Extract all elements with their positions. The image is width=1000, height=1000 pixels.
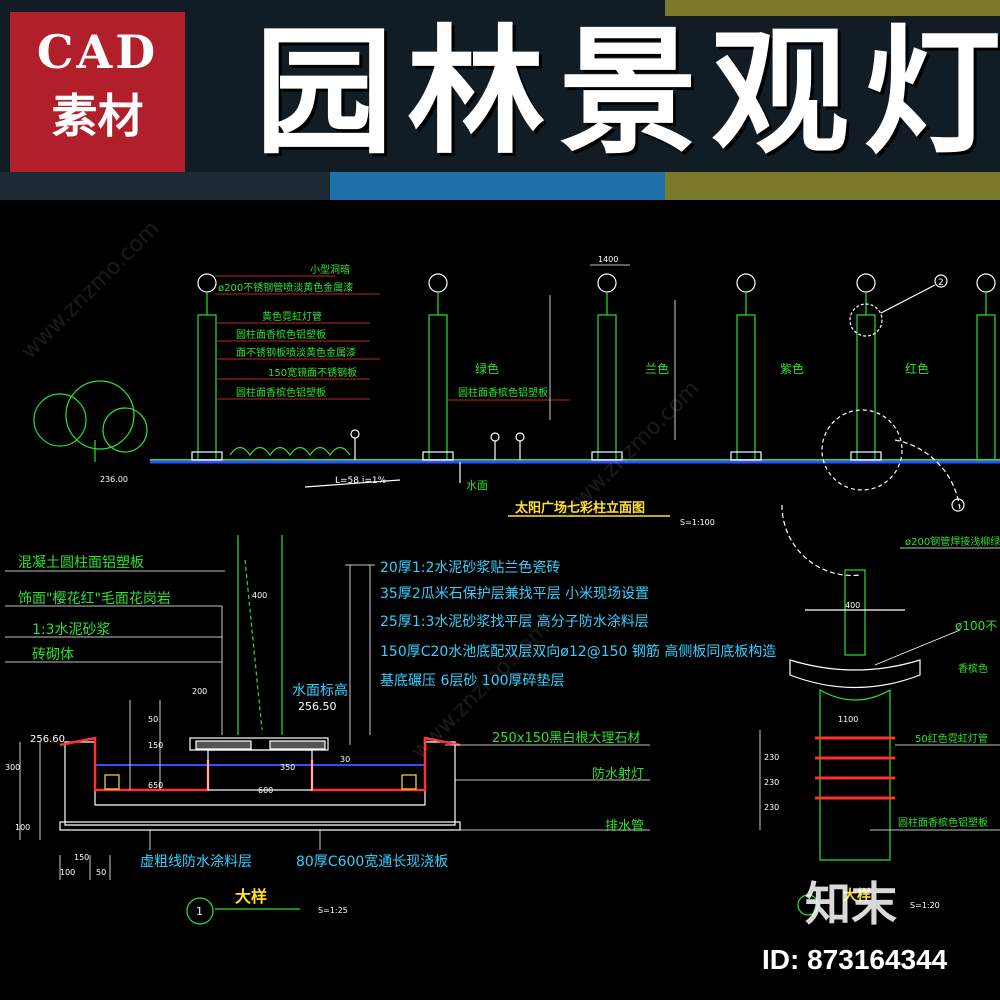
col-detail-title: 大样 xyxy=(843,887,871,904)
elevation-drawing xyxy=(33,264,1000,517)
dim-1400: 1400 xyxy=(598,255,618,264)
note-marble: 250x150黑白根大理石材 xyxy=(492,730,640,746)
badge-line2: 素材 xyxy=(51,89,144,143)
elev-label-8: 圆柱面香槟色铝塑板 xyxy=(458,386,548,399)
dim: 600 xyxy=(258,786,273,795)
dim: 150 xyxy=(148,741,163,750)
elev-label-4: 圆柱面香槟色铝塑板 xyxy=(236,328,326,341)
water-label: 水面 xyxy=(466,479,488,492)
section-right-3: 25厚1:3水泥砂浆找平层 高分子防水涂料层 xyxy=(380,613,649,630)
dim: 150 xyxy=(74,853,89,862)
banner: CAD 素材 园林景观灯 xyxy=(0,0,1000,200)
dim: 100 xyxy=(60,868,75,877)
column-detail-dims: 400 1100 230 230 230 xyxy=(764,601,860,812)
section-right-5: 基底碾压 6层砂 100厚碎垫层 xyxy=(380,672,565,689)
detail-title: 大样 xyxy=(235,887,267,906)
elev-label-6: 150宽镜面不锈钢板 xyxy=(268,366,357,379)
dim: 1100 xyxy=(838,715,858,724)
elev-label-3: 黄色霓虹灯管 xyxy=(262,310,322,323)
watermark-id: ID: 873164344 xyxy=(762,944,948,975)
elev-label-1: 小型洞暗 xyxy=(310,263,350,276)
col-label-5: 圆柱面香槟色铝塑板 xyxy=(898,816,988,829)
bottom-right-label: 80厚C600宽通长现浇板 xyxy=(296,853,448,870)
section-left-2: 饰面"樱花红"毛面花岗岩 xyxy=(18,590,171,607)
column-1 xyxy=(191,273,223,461)
section-right-1: 20厚1:2水泥砂浆贴兰色瓷砖 xyxy=(380,559,560,576)
dim: 300 xyxy=(5,763,20,772)
detail-scale: S=1:25 xyxy=(318,906,348,915)
ground-elevation: 236.00 xyxy=(100,475,128,484)
water-level-value: 256.50 xyxy=(298,700,337,713)
column-6 xyxy=(976,273,996,461)
slope-label: L=58 i=1% xyxy=(335,476,387,486)
color-label-blue: 兰色 xyxy=(645,362,669,376)
color-label-purple: 紫色 xyxy=(780,362,804,376)
dim: 100 xyxy=(15,823,30,832)
column-4 xyxy=(730,273,762,461)
elevation-labels: 小型洞暗 ø200不锈钢管喷淡黄色金属漆 黄色霓虹灯管 圆柱面香槟色铝塑板 面不… xyxy=(218,263,548,399)
badge-line1: CAD xyxy=(36,25,159,79)
detail-number: 1 xyxy=(196,905,203,918)
banner-title: 园林景观灯 xyxy=(255,12,1000,173)
section-left-4: 砖砌体 xyxy=(32,647,74,663)
column-3 xyxy=(591,273,623,461)
callout-number: 2 xyxy=(938,278,944,288)
note-drain: 排水管 xyxy=(605,819,644,834)
section-right-2: 35厚2瓜米石保护层兼找平层 小米现场设置 xyxy=(380,586,649,602)
dim: 30 xyxy=(340,755,350,764)
section-right-labels: 20厚1:2水泥砂浆贴兰色瓷砖 35厚2瓜米石保护层兼找平层 小米现场设置 25… xyxy=(380,559,776,689)
section-right-4: 150厚C20水池底配双层双向ø12@150 钢筋 高侧板同底板构造 xyxy=(380,643,776,660)
watermark-logo: 知末 xyxy=(805,877,897,931)
col-label-1: ø200钢管焊接浅柳绿 xyxy=(905,535,1000,548)
bottom-left-label: 虚粗线防水涂料层 xyxy=(140,854,252,870)
url-watermarks: www.znzmo.com www.znzmo.com www.znzmo.co… xyxy=(17,216,705,764)
water-level-label: 水面标高 xyxy=(292,682,348,699)
dim: 230 xyxy=(764,753,779,762)
dim: 230 xyxy=(764,803,779,812)
dim: 400 xyxy=(252,591,267,600)
elevation-title: 太阳广场七彩柱立面图 xyxy=(514,500,645,516)
section-dimensions: 200 50 150 650 350 400 30 100 150 100 50… xyxy=(5,591,350,877)
column-2 xyxy=(422,273,454,461)
col-label-4: 50红色霓虹灯管 xyxy=(915,732,988,745)
col-label-2: ø100不 xyxy=(955,619,997,633)
dim: 50 xyxy=(148,715,158,724)
elev-label-7: 圆柱面香槟色铝塑板 xyxy=(236,386,326,399)
section-drawing xyxy=(5,535,650,925)
cad-badge: CAD 素材 xyxy=(10,12,185,172)
elevation-left-value: 256.60 xyxy=(30,734,65,745)
dim: 400 xyxy=(845,601,860,610)
banner-stripe-olive-top xyxy=(665,0,1000,16)
banner-stripe-olive xyxy=(665,172,1000,200)
elev-label-2: ø200不锈钢管喷淡黄色金属漆 xyxy=(218,281,353,294)
person-icon xyxy=(350,429,525,460)
elev-label-5: 面不锈钢板喷淡黄色金属漆 xyxy=(236,346,356,359)
dim: 230 xyxy=(764,778,779,787)
column-5 xyxy=(850,273,882,461)
column-detail-drawing xyxy=(759,439,1000,916)
dim: 200 xyxy=(192,687,207,696)
section-left-3: 1:3水泥砂浆 xyxy=(32,622,111,638)
column-detail-labels: ø200钢管焊接浅柳绿 ø100不 香槟色 50红色霓虹灯管 圆柱面香槟色铝塑板 xyxy=(898,535,1000,829)
dim: 650 xyxy=(148,781,163,790)
watermark-url: www.znzmo.com xyxy=(17,216,165,364)
dim: 350 xyxy=(280,763,295,772)
color-label-red: 红色 xyxy=(905,361,929,376)
col-label-3: 香槟色 xyxy=(958,662,988,675)
cad-drawing: 小型洞暗 ø200不锈钢管喷淡黄色金属漆 黄色霓虹灯管 圆柱面香槟色铝塑板 面不… xyxy=(5,216,1000,925)
color-label-green: 绿色 xyxy=(475,361,499,376)
col-detail-scale: S=1:20 xyxy=(910,901,940,910)
section-left-labels: 混凝土圆柱面铝塑板 饰面"樱花红"毛面花岗岩 1:3水泥砂浆 砖砌体 xyxy=(18,555,171,663)
banner-stripe-blue xyxy=(330,172,670,200)
column-color-labels: 绿色 兰色 紫色 红色 xyxy=(475,361,929,376)
note-light: 防水射灯 xyxy=(592,766,644,782)
section-notes: 250x150黑白根大理石材 防水射灯 排水管 xyxy=(492,730,644,834)
dim: 50 xyxy=(96,868,106,877)
tree-icon xyxy=(33,380,148,462)
section-left-1: 混凝土圆柱面铝塑板 xyxy=(18,555,144,571)
elevation-scale: S=1:100 xyxy=(680,518,715,527)
